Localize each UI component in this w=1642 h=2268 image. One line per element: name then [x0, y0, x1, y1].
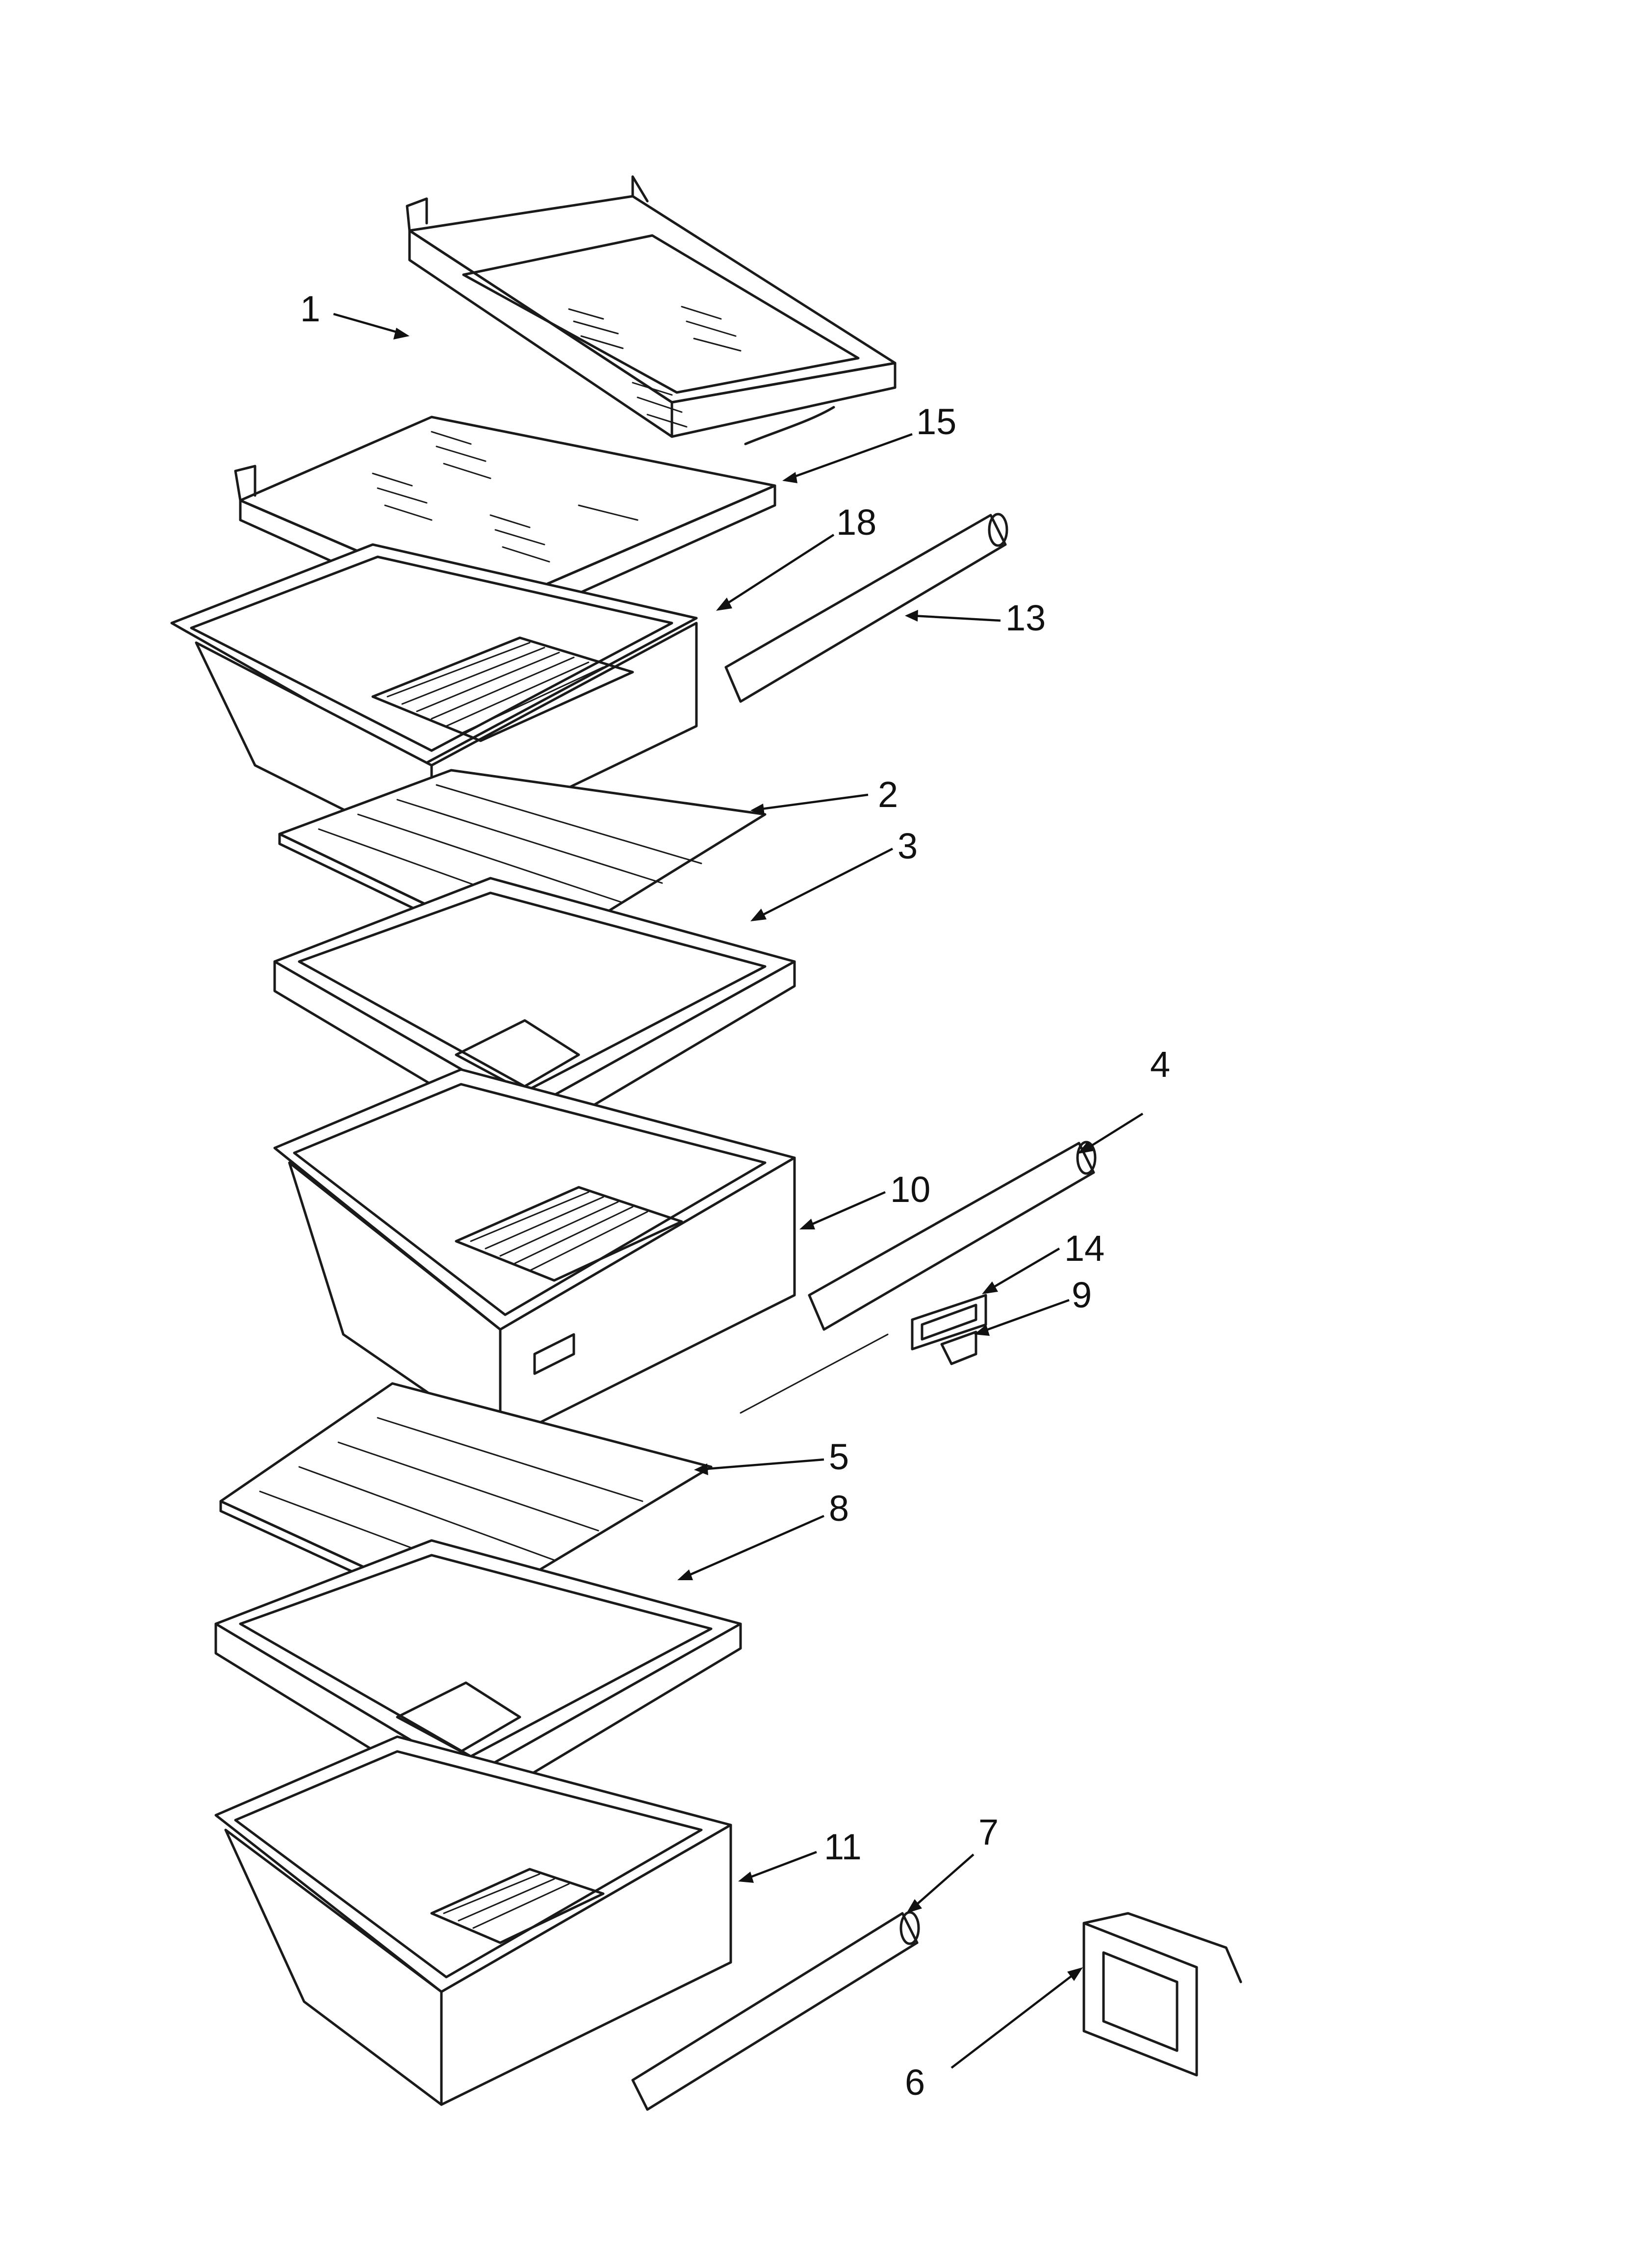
- slide-hardware-14-9: [740, 1294, 987, 1414]
- humidity-control-6: [1082, 1912, 1242, 2077]
- callout-11: 11: [824, 1826, 862, 1867]
- callout-7: 7: [978, 1812, 999, 1852]
- crisper-grille-bottom: [443, 1873, 570, 1929]
- rail-7: [631, 1911, 920, 2111]
- crisper-grille-top: [386, 642, 604, 734]
- top-glass-shelf: [406, 175, 897, 445]
- callout-9: 9: [1072, 1275, 1092, 1315]
- rail-13: [724, 513, 1008, 703]
- callout-8: 8: [829, 1488, 849, 1529]
- bottom-crisper-pan-11: [214, 1735, 732, 2106]
- callout-15: 15: [916, 401, 956, 442]
- callout-10: 10: [890, 1169, 930, 1210]
- shelf-glass-marks: [568, 306, 742, 428]
- callout-3: 3: [898, 826, 918, 866]
- callout-labels: 1 15 18 13 2 3 4 10 14 9 5 8 11 7 6: [300, 288, 1170, 2103]
- crisper-grille-middle: [470, 1191, 648, 1272]
- callout-leaders: [333, 313, 1144, 2069]
- middle-crisper-pan-10: [273, 1068, 796, 1444]
- rail-4: [808, 1141, 1097, 1331]
- callout-13: 13: [1005, 598, 1046, 638]
- shelf-glass-marks-2: [372, 431, 639, 563]
- callout-14: 14: [1064, 1228, 1104, 1269]
- callout-5: 5: [829, 1436, 849, 1477]
- callout-6: 6: [905, 2062, 925, 2103]
- callout-4: 4: [1150, 1044, 1170, 1085]
- crisper-cover-frame-3: [273, 877, 796, 1145]
- callout-1: 1: [300, 288, 320, 329]
- callout-2: 2: [878, 774, 898, 815]
- callout-18: 18: [836, 502, 876, 543]
